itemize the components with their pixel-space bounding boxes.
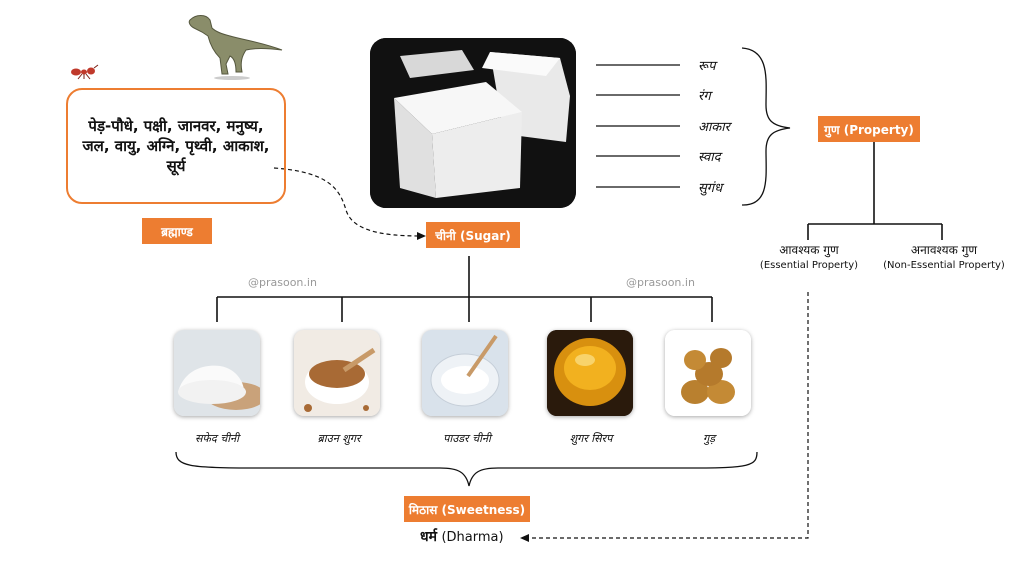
- essential-property: आवश्यक गुण (Essential Property): [748, 242, 870, 274]
- caption-brown-sugar: ब्राउन शुगर: [317, 432, 361, 445]
- property-form: रूप: [698, 59, 716, 74]
- universe-label-text: ब्रह्माण्ड: [161, 224, 193, 239]
- dharma-hindi: धर्म: [420, 529, 437, 545]
- property-color: रंग: [698, 89, 711, 104]
- property-label: गुण (Property): [818, 116, 920, 142]
- brown-sugar-image: [294, 330, 380, 416]
- property-shape: आकार: [698, 120, 730, 135]
- sugar-label: चीनी (Sugar): [426, 222, 520, 248]
- sugar-syrup-image: [547, 330, 633, 416]
- universe-items-text: पेड़-पौधे, पक्षी, जानवर, मनुष्य, जल, वाय…: [82, 117, 270, 175]
- watermark-right: @prasoon.in: [626, 276, 695, 289]
- dharma-english: (Dharma): [441, 530, 504, 545]
- property-label-text: गुण (Property): [824, 122, 914, 137]
- white-sugar-image: [174, 330, 260, 416]
- caption-jaggery: गुड़: [702, 432, 716, 445]
- ant-icon: [68, 64, 100, 80]
- essential-property-hindi: आवश्यक गुण: [779, 243, 839, 257]
- sweetness-label-text: मिठास (Sweetness): [408, 502, 526, 517]
- powdered-sugar-image: [422, 330, 508, 416]
- universe-label: ब्रह्माण्ड: [142, 218, 212, 244]
- caption-powdered-sugar: पाउडर चीनी: [443, 432, 491, 445]
- caption-white-sugar: सफेद चीनी: [194, 432, 240, 445]
- non-essential-property-english: (Non-Essential Property): [883, 260, 1005, 271]
- property-taste: स्वाद: [698, 150, 721, 165]
- universe-items-box: पेड़-पौधे, पक्षी, जानवर, मनुष्य, जल, वाय…: [66, 88, 286, 204]
- sugar-cubes-image: [370, 38, 576, 208]
- sugar-label-text: चीनी (Sugar): [435, 228, 511, 243]
- caption-sugar-syrup: शुगर सिरप: [569, 432, 613, 445]
- essential-property-english: (Essential Property): [759, 260, 859, 271]
- non-essential-property: अनावश्यक गुण (Non-Essential Property): [876, 242, 1012, 274]
- property-smell: सुगंध: [698, 181, 723, 196]
- dharma-label: धर्म (Dharma): [420, 527, 504, 546]
- watermark-left: @prasoon.in: [248, 276, 317, 289]
- non-essential-property-hindi: अनावश्यक गुण: [910, 243, 978, 257]
- dinosaur-icon: [182, 6, 292, 80]
- jaggery-image: [665, 330, 751, 416]
- sweetness-label: मिठास (Sweetness): [404, 496, 530, 522]
